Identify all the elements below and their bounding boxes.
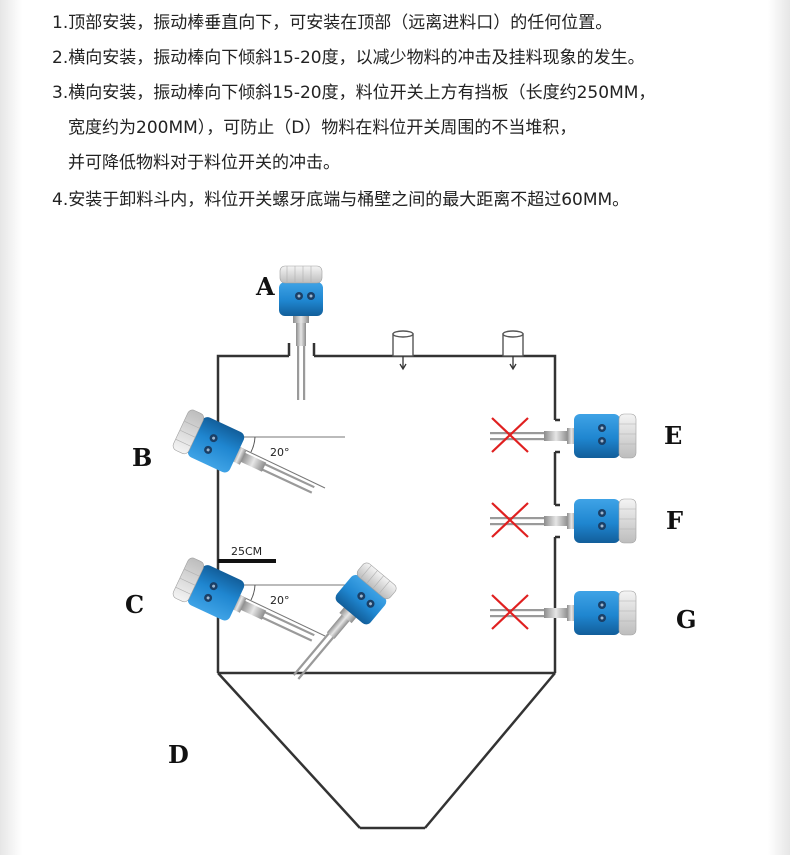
- label-c: C: [125, 590, 144, 619]
- label-d: D: [168, 740, 189, 769]
- level-switch-a: [278, 265, 324, 401]
- level-switch-c: [170, 555, 323, 659]
- instruction-3: 3.横向安装，振动棒向下倾斜15-20度，料位开关上方有挡板（长度约250MM，: [52, 83, 656, 103]
- right-edge-shade: [768, 0, 790, 855]
- angle-label-c: 20°: [270, 594, 290, 607]
- label-e: E: [664, 421, 682, 450]
- baffle-label: 25CM: [231, 545, 262, 558]
- angle-label-b: 20°: [270, 446, 290, 459]
- inlet-nozzle-1: [392, 330, 414, 370]
- label-a: A: [255, 272, 275, 301]
- instruction-3-cont-1: 宽度约为200MM），可防止（D）物料在料位开关周围的不当堆积，: [68, 118, 577, 138]
- label-g: G: [676, 605, 697, 634]
- label-b: B: [132, 443, 152, 472]
- wrong-mark-e: [491, 417, 529, 453]
- left-edge-shade: [0, 0, 22, 855]
- wrong-mark-f: [491, 502, 529, 538]
- level-switch-b: [170, 407, 323, 511]
- inlet-nozzle-2: [502, 330, 524, 370]
- instruction-1: 1.顶部安装，振动棒垂直向下，可安装在顶部（远离进料口）的任何位置。: [52, 13, 613, 33]
- level-switch-d: [278, 559, 400, 692]
- label-f: F: [666, 506, 683, 535]
- wrong-mark-g: [491, 594, 529, 630]
- instruction-3-cont-2: 并可降低物料对于料位开关的冲击。: [68, 153, 340, 173]
- vessel-outline: [216, 343, 560, 830]
- instruction-2: 2.横向安装，振动棒向下倾斜15-20度，以减少物料的冲击及挂料现象的发生。: [52, 48, 645, 68]
